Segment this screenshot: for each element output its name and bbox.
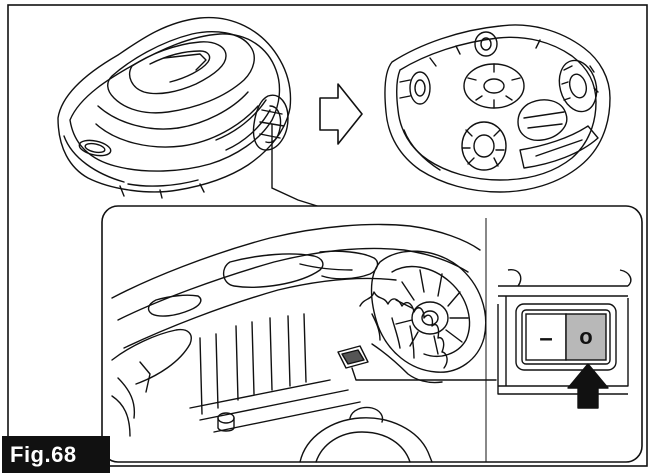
outer-frame [7,4,648,467]
switch-off-half[interactable] [525,313,567,361]
detail-underside [111,223,497,463]
callout-line [271,124,331,211]
push-arrow-icon [567,363,609,409]
flip-arrow [319,83,363,145]
mower-underside-view [384,24,611,193]
figure-label: Fig.68 [2,436,110,473]
switch-on-half[interactable] [565,313,607,361]
mower-top-view [57,16,292,199]
switch-off-symbol: – [539,325,552,352]
switch-on-symbol: o [579,324,592,349]
